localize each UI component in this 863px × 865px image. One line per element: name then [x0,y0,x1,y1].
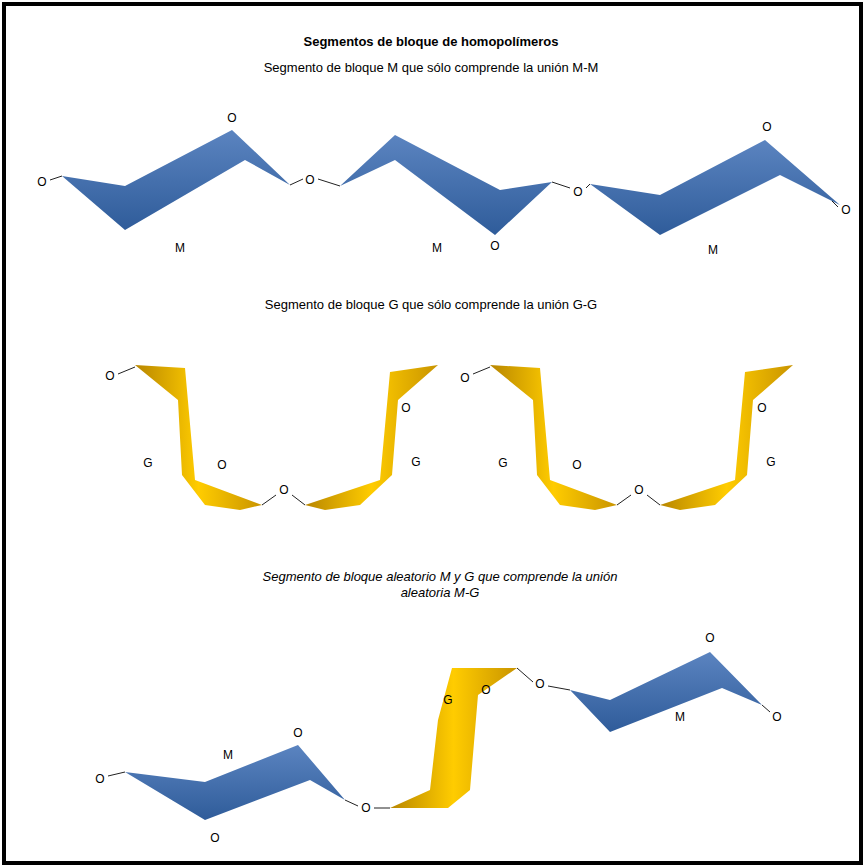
residue-label: O [841,203,850,217]
residue-label: O [279,483,288,497]
residue-label: O [705,631,714,645]
residue-label: O [490,239,499,253]
residue-label: G [766,455,775,469]
residue-label: M [675,710,685,724]
residue-label: O [305,173,314,187]
residue-label: O [757,401,766,415]
section-caption: Segmento de bloque aleatorio M y G que c… [240,569,640,600]
residue-label: O [572,458,581,472]
diagram-title: Segmentos de bloque de homopolímeros [304,34,559,50]
residue-label: O [401,401,410,415]
residue-label: M [223,748,233,762]
residue-label: G [498,456,507,470]
residue-label: O [634,483,643,497]
residue-label: M [708,243,718,257]
residue-label: O [227,111,236,125]
residue-label: O [481,683,490,697]
residue-label: G [143,456,152,470]
residue-label: G [411,455,420,469]
residue-label: O [37,175,46,189]
residue-label: O [95,772,104,786]
residue-label: O [210,831,219,845]
residue-label: O [772,710,781,724]
residue-label: O [535,677,544,691]
section-caption: Segmento de bloque M que sólo comprende … [264,60,599,76]
residue-label: M [175,241,185,255]
residue-label: O [460,371,469,385]
residue-label: O [573,185,582,199]
residue-label: O [217,458,226,472]
residue-label: O [361,801,370,815]
section-caption: Segmento de bloque G que sólo comprende … [265,297,597,313]
residue-label: O [293,726,302,740]
residue-label: G [443,693,452,707]
residue-label: O [762,120,771,134]
residue-label: O [105,369,114,383]
residue-label: M [432,241,442,255]
